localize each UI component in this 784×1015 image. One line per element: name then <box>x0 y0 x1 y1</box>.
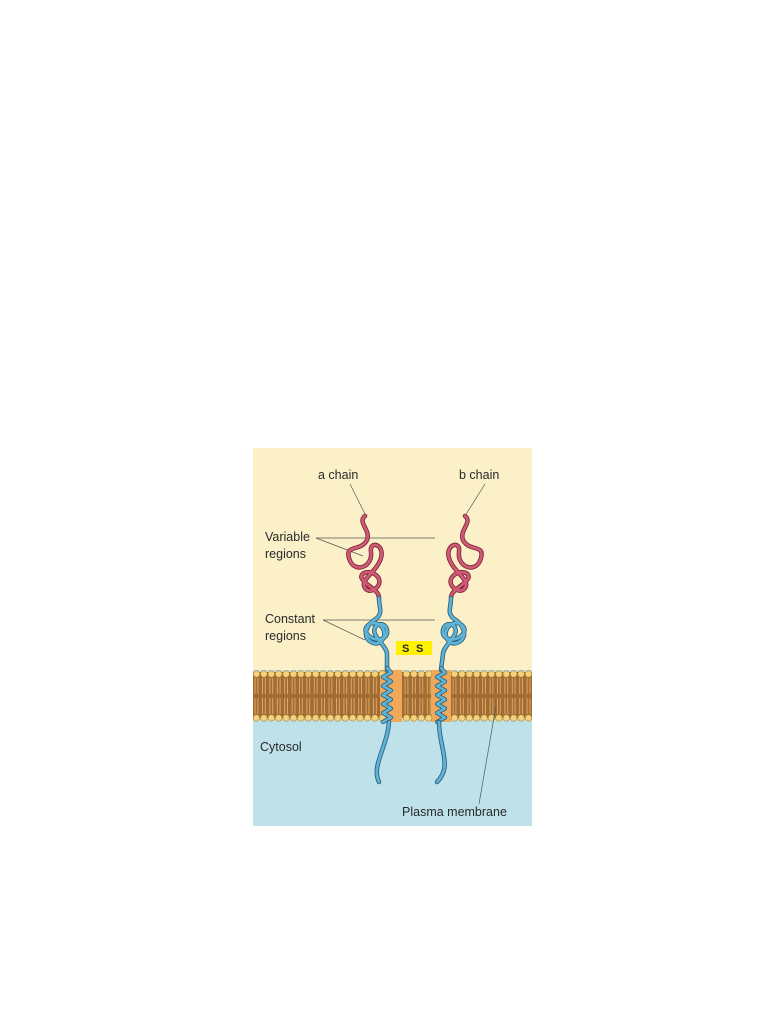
lipid-head <box>342 715 349 722</box>
lipid-head <box>349 671 356 678</box>
lipid-head <box>312 715 319 722</box>
lipid-head <box>312 671 319 678</box>
lipid-head <box>335 671 342 678</box>
variable-regions-label-line2: regions <box>265 547 306 561</box>
lipid-head <box>473 671 480 678</box>
lipid-head <box>253 671 260 678</box>
lipid-head <box>261 715 268 722</box>
lipid-head <box>459 715 466 722</box>
lipid-head <box>451 671 458 678</box>
constant-regions-label-line2: regions <box>265 629 306 643</box>
b-chain-label: b chain <box>459 468 499 482</box>
lipid-head <box>525 715 532 722</box>
lipid-head <box>488 671 495 678</box>
lipid-head <box>261 671 268 678</box>
cytosol-label: Cytosol <box>260 740 302 754</box>
variable-regions-label-line1: Variable <box>265 530 310 544</box>
lipid-head <box>473 715 480 722</box>
t-cell-receptor-diagram: S S <box>253 448 532 826</box>
lipid-head <box>268 671 275 678</box>
lipid-head <box>320 671 327 678</box>
a-chain-label: a chain <box>318 468 358 482</box>
lipid-head <box>503 715 510 722</box>
lipid-head <box>372 671 379 678</box>
lipid-head <box>298 715 305 722</box>
lipid-head <box>275 715 282 722</box>
lipid-head <box>268 715 275 722</box>
lipid-head <box>283 671 290 678</box>
lipid-head <box>342 671 349 678</box>
lipid-head <box>305 671 312 678</box>
lipid-head <box>466 715 473 722</box>
lipid-head <box>364 671 371 678</box>
disulfide-right-label: S <box>416 643 423 655</box>
lipid-head <box>305 715 312 722</box>
lipid-head <box>349 715 356 722</box>
lipid-head <box>510 671 517 678</box>
lipid-head <box>253 715 260 722</box>
lipid-head <box>403 715 410 722</box>
lipid-head <box>290 715 297 722</box>
lipid-head <box>496 715 503 722</box>
lipid-head <box>496 671 503 678</box>
lipid-head <box>481 671 488 678</box>
lipid-head <box>451 715 458 722</box>
lipid-head <box>466 671 473 678</box>
lipid-head <box>283 715 290 722</box>
lipid-head <box>481 715 488 722</box>
disulfide-left-label: S <box>402 643 409 655</box>
plasma-membrane <box>253 670 532 722</box>
lipid-head <box>320 715 327 722</box>
constant-regions-label-line1: Constant <box>265 612 316 626</box>
lipid-head <box>518 671 525 678</box>
lipid-head <box>290 671 297 678</box>
lipid-head <box>335 715 342 722</box>
lipid-head <box>411 715 418 722</box>
lipid-head <box>425 671 432 678</box>
lipid-head <box>298 671 305 678</box>
lipid-head <box>418 671 425 678</box>
lipid-head <box>525 671 532 678</box>
lipid-head <box>372 715 379 722</box>
lipid-head <box>418 715 425 722</box>
lipid-head <box>503 671 510 678</box>
lipid-head <box>357 671 364 678</box>
lipid-head <box>518 715 525 722</box>
lipid-head <box>425 715 432 722</box>
lipid-head <box>459 671 466 678</box>
lipid-head <box>327 671 334 678</box>
lipid-head <box>364 715 371 722</box>
plasma-membrane-label: Plasma membrane <box>402 805 507 819</box>
lipid-head <box>403 671 410 678</box>
lipid-head <box>510 715 517 722</box>
lipid-head <box>411 671 418 678</box>
lipid-head <box>275 671 282 678</box>
lipid-head <box>327 715 334 722</box>
lipid-head <box>357 715 364 722</box>
